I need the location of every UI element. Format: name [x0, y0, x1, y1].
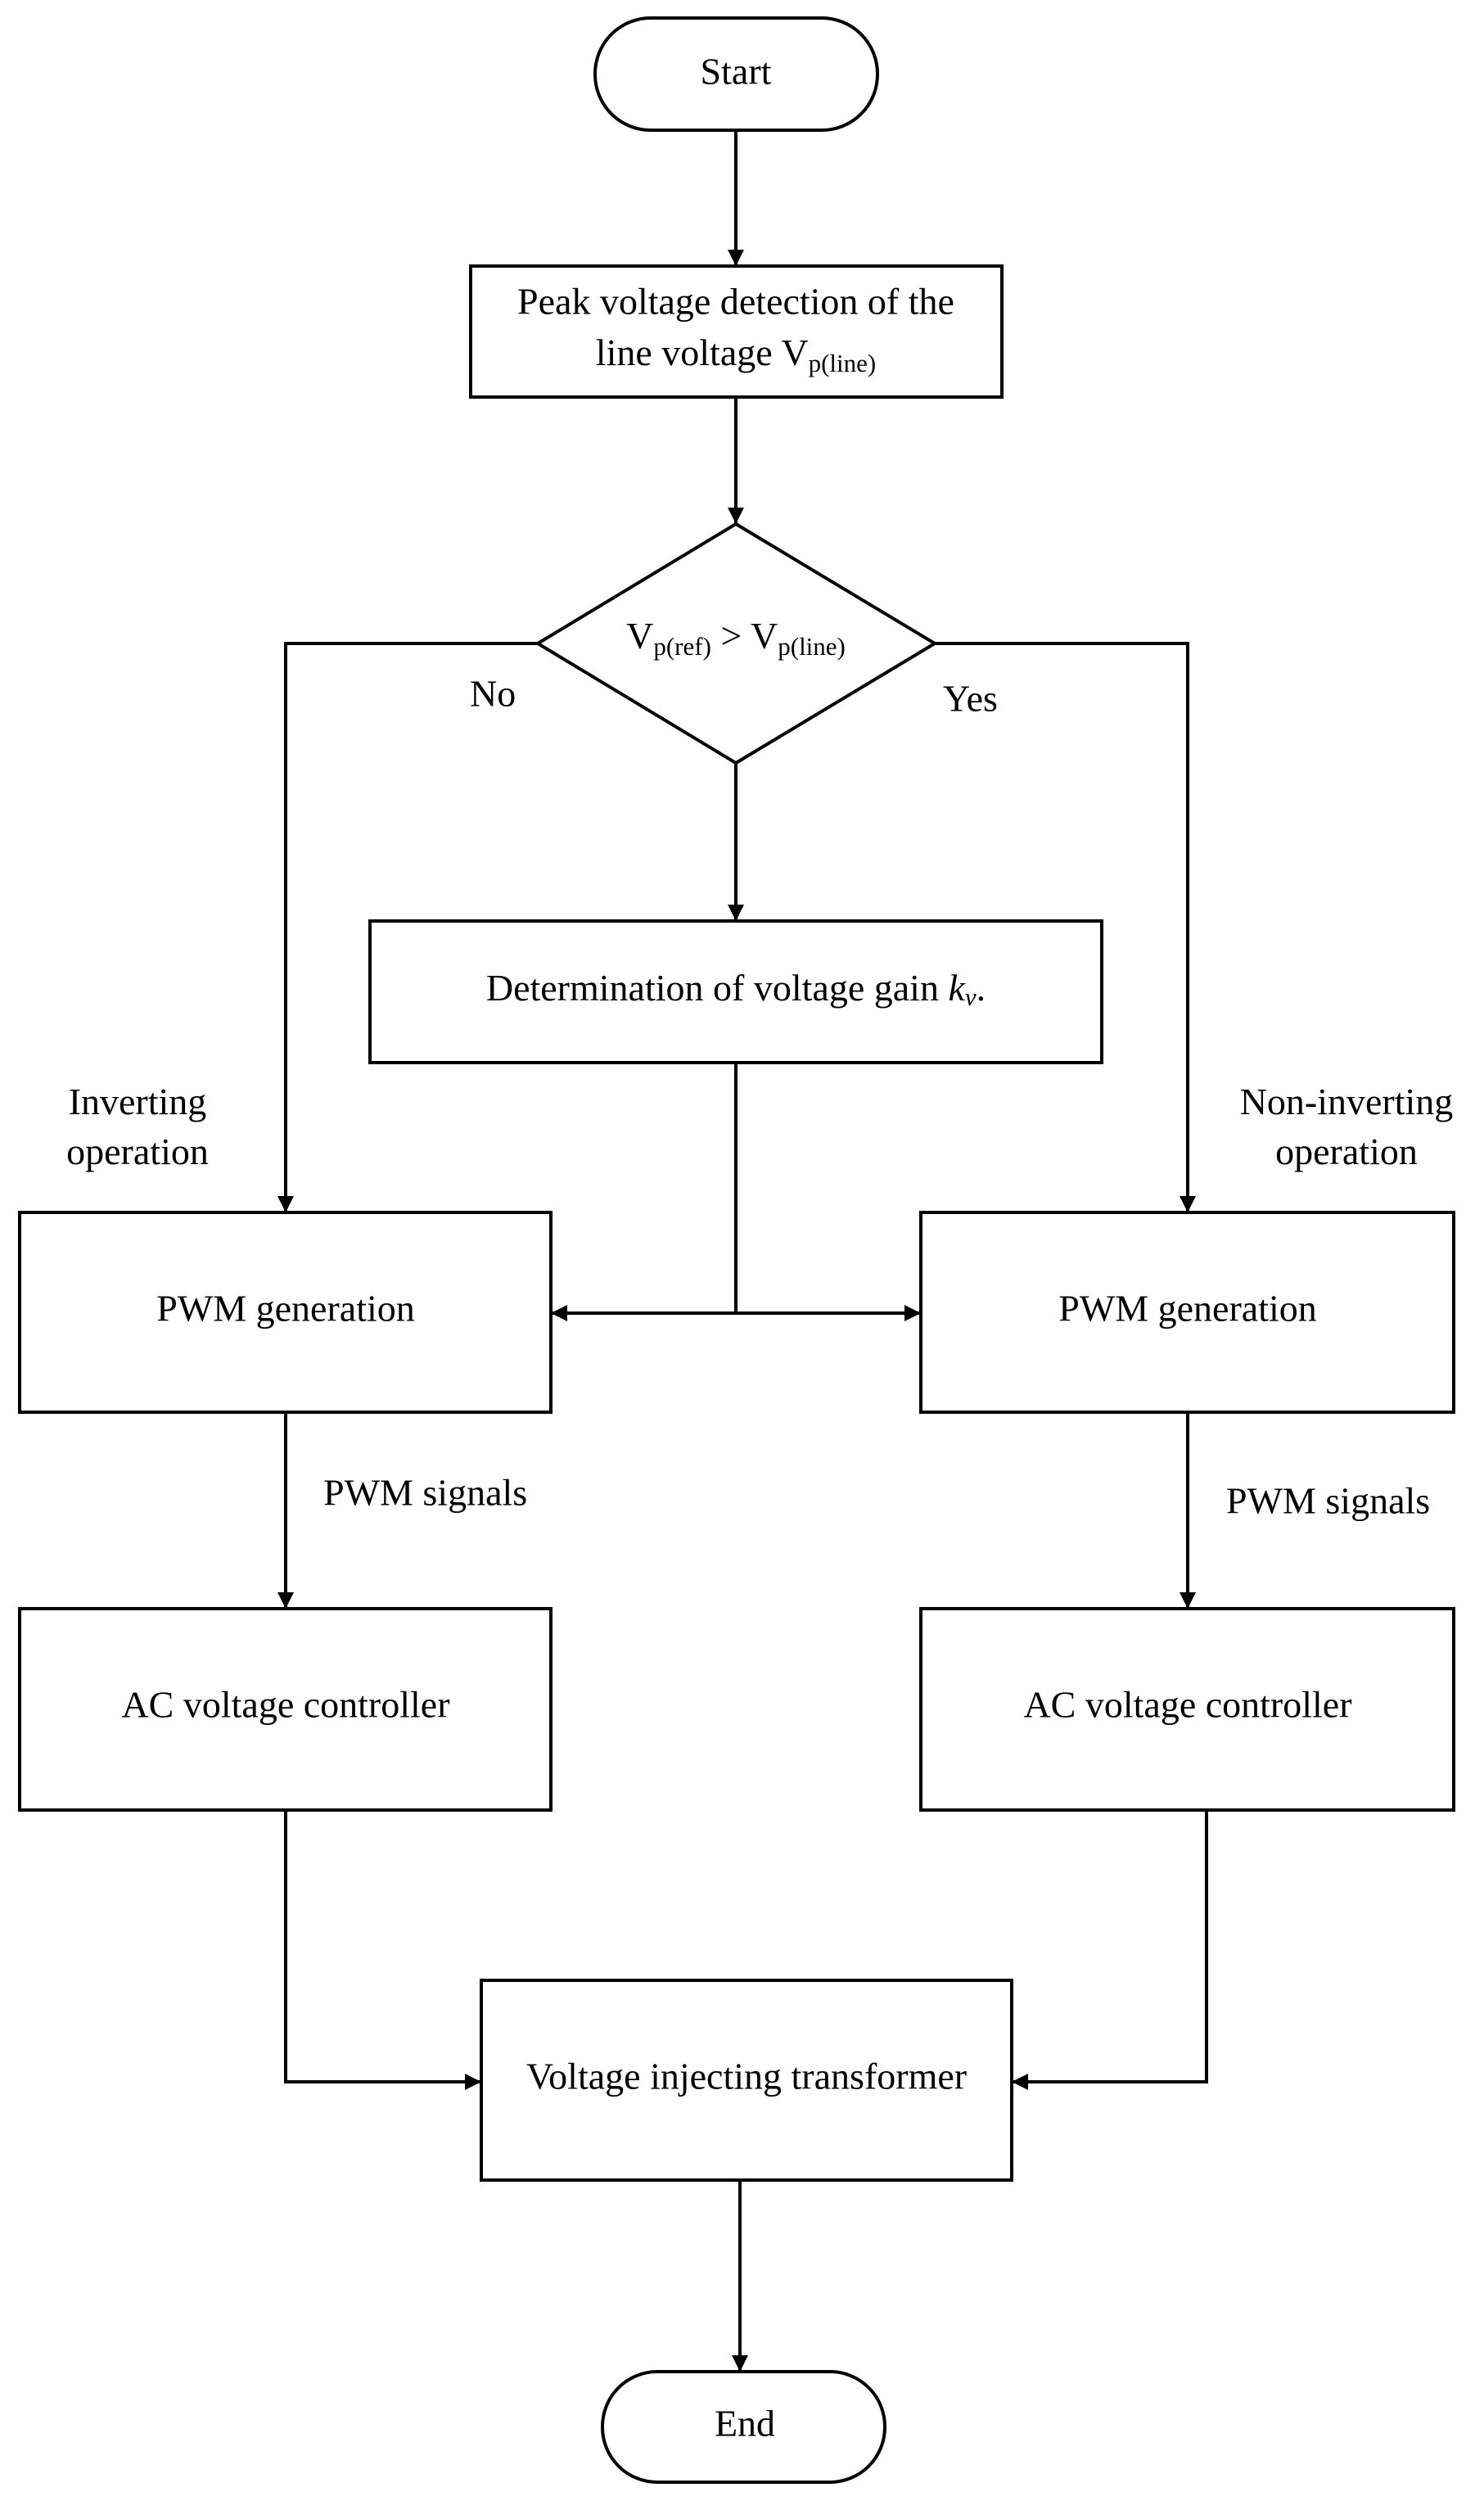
- peak-detection-process: Peak voltage detection of the line volta…: [469, 264, 1004, 399]
- acvc-right-label: AC voltage controller: [1023, 1684, 1351, 1726]
- decision-sub2: p(line): [778, 632, 846, 661]
- pwm-signals-right-label: PWM signals: [1226, 1480, 1430, 1522]
- acvc-right-box: [919, 1607, 1455, 1812]
- yes-label: Yes: [943, 678, 998, 720]
- comparison-decision: Vp(ref) > Vp(line): [535, 521, 938, 765]
- arrow-decision-no-to-pwm-left: [277, 642, 538, 1212]
- non-inverting-line1: Non-inverting: [1240, 1081, 1454, 1122]
- gain-box: [368, 919, 1103, 1064]
- decision-v1: V: [626, 615, 653, 657]
- non-inverting-line2: operation: [1275, 1131, 1418, 1172]
- pwm-generation-right: PWM generation: [919, 1211, 1455, 1414]
- pwm-right-box: [919, 1211, 1455, 1414]
- transformer-label: Voltage injecting transformer: [526, 2056, 967, 2097]
- gain-k-sub: v: [965, 982, 977, 1011]
- pwm-left-label: PWM generation: [156, 1288, 415, 1329]
- inverting-line1: Inverting: [69, 1081, 207, 1122]
- connectors: [277, 130, 1208, 2372]
- end-label: End: [715, 2403, 775, 2445]
- gain-tail: .: [977, 967, 986, 1009]
- start-label: Start: [701, 51, 772, 93]
- end-terminator: End: [601, 2370, 886, 2484]
- acvc-left-box: [18, 1607, 553, 1812]
- ac-voltage-controller-left: AC voltage controller: [18, 1607, 553, 1812]
- arrow-acvc-right-to-transformer: [1012, 1810, 1208, 2090]
- start-shape: [593, 16, 879, 132]
- pwm-generation-left: PWM generation: [18, 1211, 553, 1414]
- decision-sub1: p(ref): [653, 632, 711, 661]
- gain-k: k: [948, 967, 966, 1009]
- gain-process: Determination of voltage gain kv.: [368, 919, 1103, 1064]
- gain-label: Determination of voltage gain kv.: [486, 967, 986, 1012]
- peak-detection-line1: Peak voltage detection of the: [517, 281, 954, 323]
- start-terminator: Start: [593, 16, 879, 132]
- inverting-operation-label: Inverting operation: [66, 1081, 209, 1172]
- pwm-signals-left-label: PWM signals: [323, 1472, 527, 1514]
- no-label: No: [470, 673, 516, 715]
- non-inverting-operation-label: Non-inverting operation: [1240, 1081, 1454, 1172]
- pwm-left-box: [18, 1211, 553, 1414]
- decision-label: Vp(ref) > Vp(line): [626, 615, 846, 661]
- transformer-box: [480, 1979, 1013, 2182]
- decision-op: > V: [711, 615, 778, 657]
- inverting-line2: operation: [66, 1131, 209, 1172]
- arrow-acvc-left-to-transformer: [284, 1810, 481, 2090]
- decision-diamond: [535, 521, 938, 765]
- arrow-decision-yes-to-pwm-right: [935, 642, 1196, 1212]
- ac-voltage-controller-right: AC voltage controller: [919, 1607, 1455, 1812]
- transformer-process: Voltage injecting transformer: [480, 1979, 1013, 2182]
- end-shape: [601, 2370, 886, 2484]
- peak-detection-line2: line voltage Vp(line): [596, 332, 876, 378]
- peak-detection-line2-sub: p(line): [809, 349, 877, 377]
- peak-detection-box: [469, 264, 1004, 399]
- gain-text: Determination of voltage gain: [486, 967, 949, 1009]
- acvc-left-label: AC voltage controller: [121, 1684, 449, 1726]
- peak-detection-line2-main: line voltage V: [596, 332, 809, 373]
- pwm-right-label: PWM generation: [1058, 1288, 1317, 1329]
